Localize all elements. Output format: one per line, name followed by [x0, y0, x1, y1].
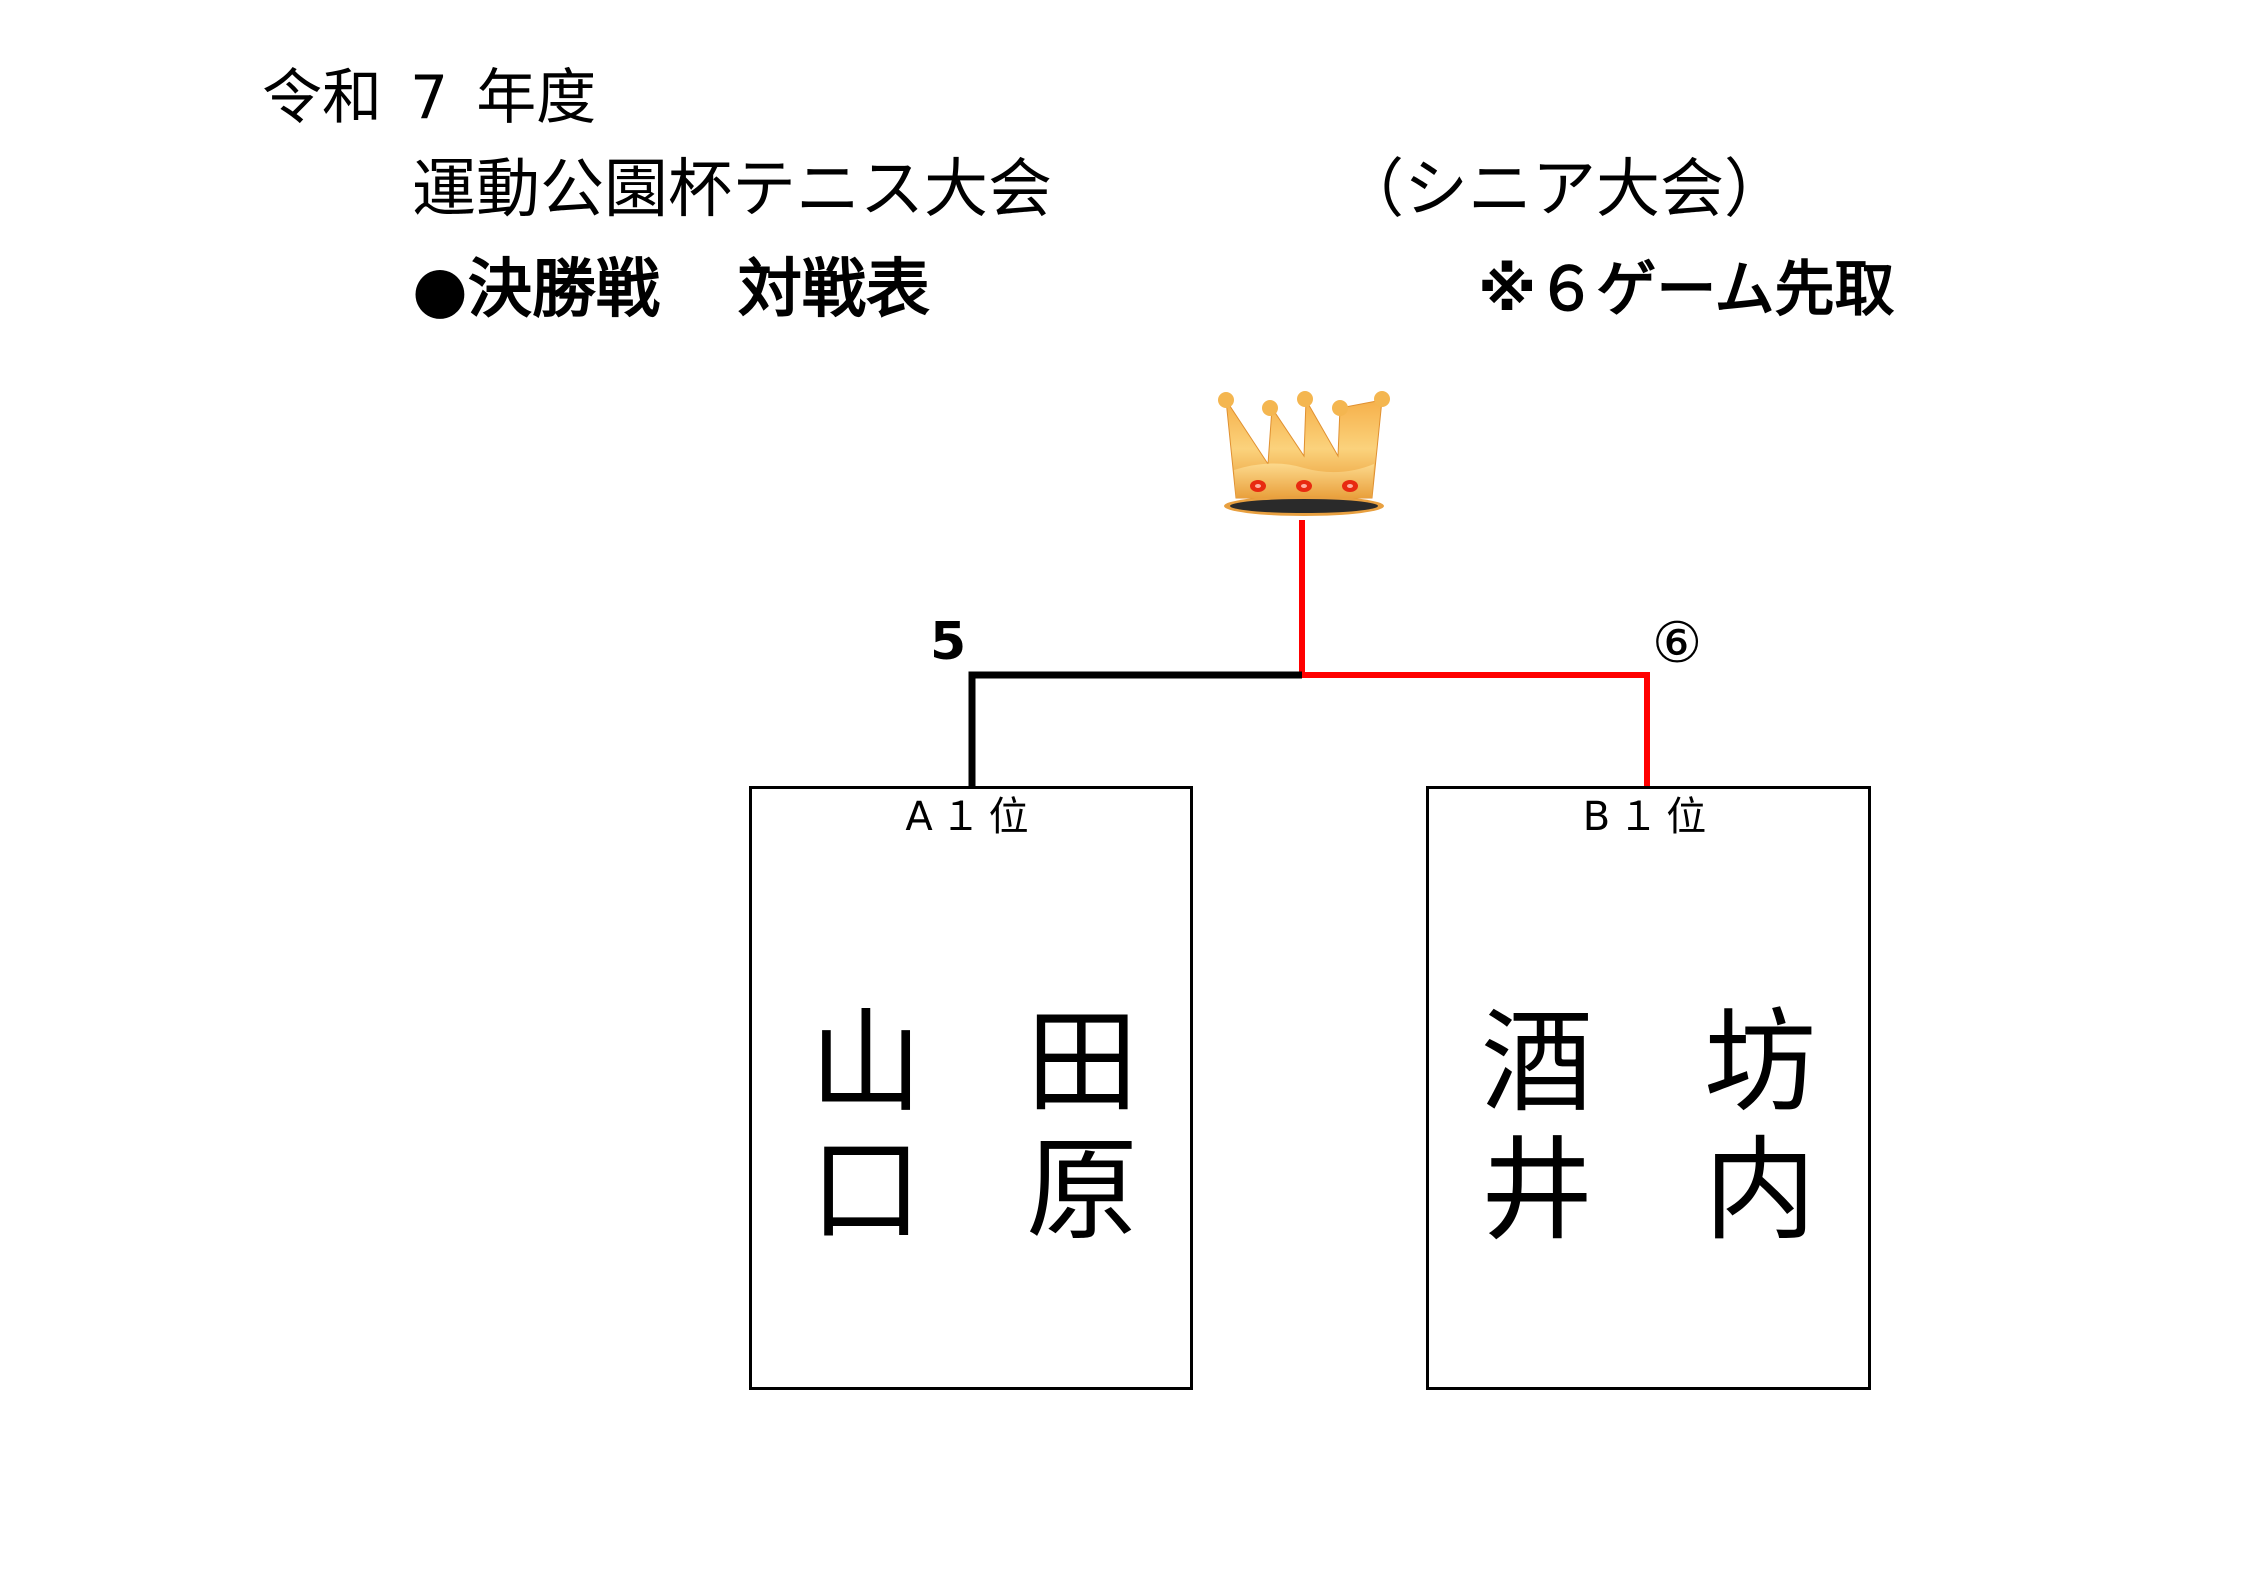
winner-branch-line	[1302, 672, 1650, 787]
player-1-surname-char: 酒	[1481, 998, 1593, 1128]
team-names: 山 田 口 原	[752, 999, 1190, 1255]
tournament-title: 運動公園杯テニス大会	[412, 153, 1052, 227]
score-player-a: 5	[930, 612, 967, 672]
crown-icon	[1218, 391, 1390, 516]
name-row-bottom: 井 内	[1429, 1127, 1868, 1255]
seed-label: A１位	[905, 794, 1037, 840]
score-player-b: ⑥	[1652, 611, 1703, 676]
round-marker: ●決勝戦	[412, 253, 660, 327]
name-row-top: 山 田	[752, 999, 1190, 1127]
division-label: （シニア大会）	[1340, 153, 1788, 227]
player-2-surname-char: 坊	[1704, 998, 1816, 1128]
player-1-surname-char: 井	[1481, 1126, 1593, 1256]
seed-label: B１位	[1582, 794, 1715, 840]
year-number: 7	[410, 63, 449, 133]
rule-note: ※６ゲーム先取	[1478, 255, 1895, 325]
round-title: ●決勝戦 対戦表	[412, 252, 930, 328]
player-1-surname-char: 口	[810, 1126, 922, 1256]
player-2-surname-char: 田	[1026, 998, 1138, 1128]
table-label: 対戦表	[737, 253, 930, 327]
player-1-surname-char: 山	[810, 998, 922, 1128]
year-suffix: 年度	[476, 63, 597, 133]
team-card-b: B１位 酒 坊 井 内	[1426, 786, 1871, 1390]
fiscal-year-title: 令和 7 年度	[262, 62, 596, 134]
team-names: 酒 坊 井 内	[1429, 999, 1868, 1255]
team-card-a: A１位 山 田 口 原	[749, 786, 1193, 1390]
player-2-surname-char: 原	[1026, 1126, 1138, 1256]
player-2-surname-char: 内	[1704, 1126, 1816, 1256]
loser-branch-line	[968, 671, 1302, 787]
name-row-top: 酒 坊	[1429, 999, 1868, 1127]
era-label: 令和	[262, 63, 382, 133]
name-row-bottom: 口 原	[752, 1127, 1190, 1255]
